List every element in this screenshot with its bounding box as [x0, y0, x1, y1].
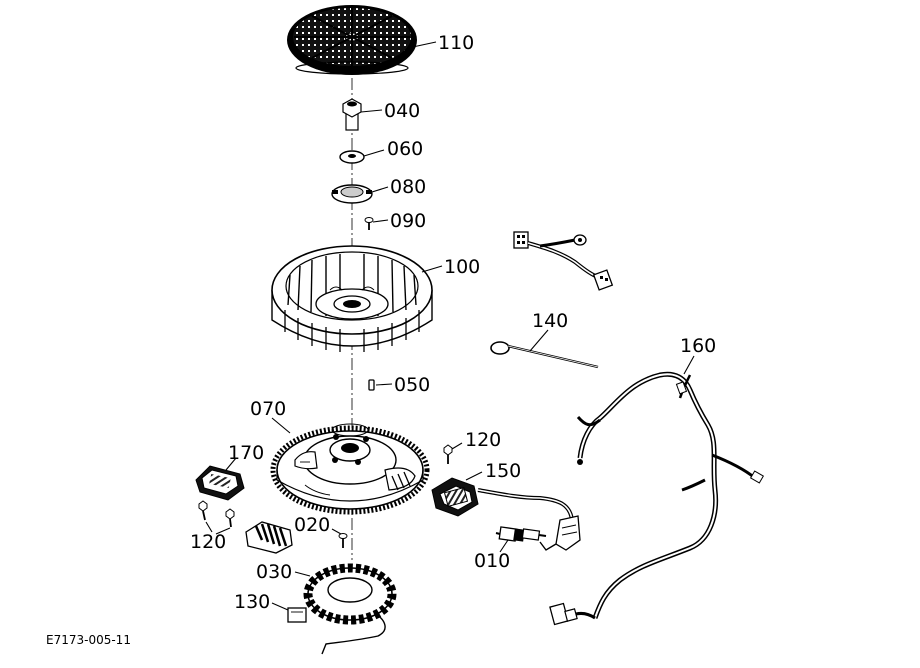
callout-090: 090: [390, 210, 426, 232]
part-090-screw: [364, 217, 374, 230]
part-060-washer: [339, 150, 365, 164]
part-170-regulator: [195, 465, 245, 501]
callout-140: 140: [532, 310, 568, 332]
part-050-key: [368, 379, 375, 391]
part-100-flywheel: [271, 245, 433, 352]
part-040-nut: [342, 98, 362, 131]
part-120-screw-upper: [443, 444, 453, 464]
callout-150: 150: [485, 460, 521, 482]
callout-170: 170: [228, 442, 264, 464]
callout-120-upper: 120: [465, 429, 501, 451]
figure-code: E7173-005-11: [46, 633, 131, 647]
part-080-ratchet-plate: [331, 184, 373, 204]
part-140-cable-tie: [490, 341, 599, 369]
part-030-stator: [303, 563, 397, 655]
callout-050: 050: [394, 374, 430, 396]
part-150-ignition-coil: [431, 477, 581, 551]
callout-110: 110: [438, 32, 474, 54]
callout-120-lower: 120: [190, 531, 226, 553]
callout-070: 070: [250, 398, 286, 420]
callout-130: 130: [234, 591, 270, 613]
part-010-spark-plug: [495, 526, 547, 542]
rectifier-heatsink: [245, 521, 293, 554]
callout-010: 010: [474, 550, 510, 572]
callout-040: 040: [384, 100, 420, 122]
callout-160: 160: [680, 335, 716, 357]
part-020-screw: [338, 533, 348, 548]
callout-080: 080: [390, 176, 426, 198]
callout-100: 100: [444, 256, 480, 278]
part-120-screws-lower: [198, 500, 235, 528]
callout-030: 030: [256, 561, 292, 583]
callout-060: 060: [387, 138, 423, 160]
part-130-grommet: [287, 607, 307, 623]
callout-020: 020: [294, 514, 330, 536]
part-110-screen: [287, 5, 417, 75]
harness-connector-assembly: [513, 231, 614, 291]
part-160-wiring-harness: [549, 371, 765, 626]
part-070-ring-gear: [270, 423, 430, 515]
